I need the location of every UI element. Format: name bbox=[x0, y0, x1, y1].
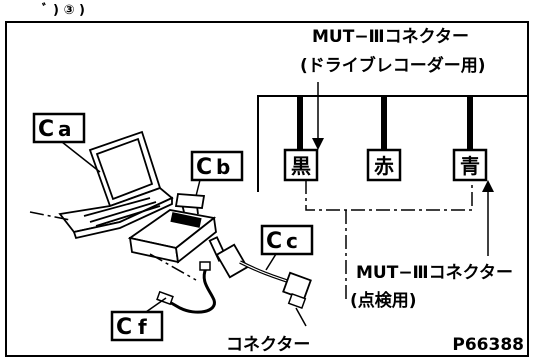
connector-blue: 青 bbox=[452, 148, 488, 182]
figure-frame bbox=[5, 21, 529, 357]
usb-cable bbox=[165, 267, 216, 314]
callout-b-leader bbox=[195, 179, 201, 197]
tool-glyph-icon: Ⅽ bbox=[266, 229, 282, 254]
callout-f-leader bbox=[145, 297, 167, 313]
vci-dashline bbox=[149, 253, 197, 281]
connector-pointer-line bbox=[295, 307, 307, 327]
callout-f-label: f bbox=[138, 315, 147, 339]
tool-glyph-icon: Ⅽ bbox=[38, 117, 54, 142]
callout-a: Ⅽ a bbox=[32, 112, 86, 144]
connector-black-label: 黒 bbox=[291, 154, 311, 178]
callout-a-leader bbox=[61, 141, 101, 173]
callout-b: Ⅽ b bbox=[190, 150, 244, 182]
arrow-head-top bbox=[312, 138, 324, 150]
callout-f: Ⅽ f bbox=[110, 310, 164, 342]
top-fragment-text: ﾞ ) ③ ) bbox=[41, 2, 85, 18]
callout-a-label: a bbox=[58, 117, 72, 141]
part-number: P66388 bbox=[452, 335, 524, 355]
vehicle-harness-outline bbox=[257, 95, 528, 192]
connector-black: 黒 bbox=[283, 148, 319, 182]
vci-device-illustration bbox=[127, 193, 228, 264]
callout-c-leader bbox=[265, 253, 277, 271]
laptop-left-dashline bbox=[29, 211, 71, 221]
usb-plug-vci bbox=[199, 261, 211, 271]
laptop-illustration bbox=[58, 130, 174, 240]
tool-glyph-icon: Ⅽ bbox=[116, 315, 132, 340]
connector-label: コネクター bbox=[226, 335, 310, 355]
callout-c-label: c bbox=[286, 229, 298, 253]
tool-glyph-icon: Ⅽ bbox=[196, 155, 212, 180]
arrow-head-bottom bbox=[482, 180, 494, 192]
mut-top-line1: MUT−Ⅲコネクター bbox=[312, 27, 469, 47]
connector-red: 赤 bbox=[366, 148, 402, 182]
mut-bottom-line1: MUT−Ⅲコネクター bbox=[356, 263, 513, 283]
callout-b-label: b bbox=[216, 155, 230, 179]
main-cable bbox=[215, 243, 312, 310]
connector-red-label: 赤 bbox=[374, 154, 394, 178]
connector-bracket bbox=[305, 180, 473, 211]
mut-top-line2: (ドライブレコーダー用) bbox=[300, 55, 486, 76]
callout-c: Ⅽ c bbox=[260, 224, 314, 256]
connector-blue-label: 青 bbox=[460, 154, 480, 178]
mut-bottom-line2: (点検用) bbox=[350, 290, 417, 311]
